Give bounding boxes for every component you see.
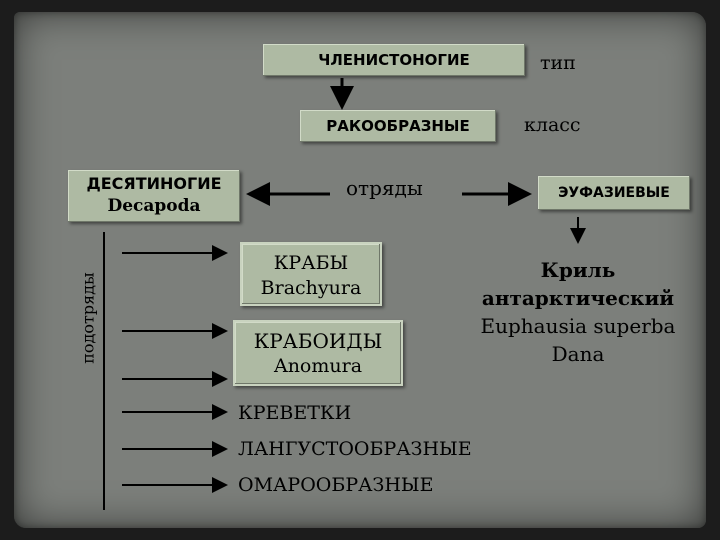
crabs-box: КРАБЫ Brachyura: [240, 242, 382, 306]
crabloids-latin: Anomura: [273, 355, 363, 377]
euphausiacea-name: ЭУФАЗИЕВЫЕ: [558, 185, 670, 201]
crabs-latin: Brachyura: [260, 277, 362, 299]
crabs-name: КРАБЫ: [273, 252, 349, 274]
krill-line-2: антарктический: [481, 286, 675, 310]
suborders-label: подотряды: [78, 272, 98, 364]
phylum-box: ЧЛЕНИСТОНОГИЕ: [263, 44, 525, 76]
class-name: РАКООБРАЗНЫЕ: [326, 117, 470, 135]
krill-line-4: Dana: [551, 342, 605, 366]
decapoda-name: ДЕСЯТИНОГИЕ: [86, 174, 222, 193]
decapoda-latin: Decapoda: [107, 196, 201, 216]
orders-label: отряды: [346, 176, 423, 200]
suborder-spiny-lobsters: ЛАНГУСТООБРАЗНЫЕ: [238, 438, 472, 460]
krill-line-3: Euphausia superba: [480, 314, 676, 338]
phylum-rank: тип: [540, 52, 576, 74]
class-box: РАКООБРАЗНЫЕ: [300, 110, 496, 142]
class-rank: класс: [524, 114, 581, 136]
suborder-lobsters: ОМАРООБРАЗНЫЕ: [238, 474, 434, 496]
decapoda-box: ДЕСЯТИНОГИЕ Decapoda: [68, 170, 240, 222]
krill-line-1: Криль: [540, 258, 616, 282]
crabloids-box: КРАБОИДЫ Anomura: [233, 320, 403, 386]
crabloids-name: КРАБОИДЫ: [253, 329, 383, 353]
phylum-name: ЧЛЕНИСТОНОГИЕ: [318, 51, 470, 69]
krill-text: Криль антарктический Euphausia superba D…: [460, 256, 696, 368]
euphausiacea-box: ЭУФАЗИЕВЫЕ: [538, 176, 690, 210]
suborder-shrimps: КРЕВЕТКИ: [238, 402, 352, 424]
